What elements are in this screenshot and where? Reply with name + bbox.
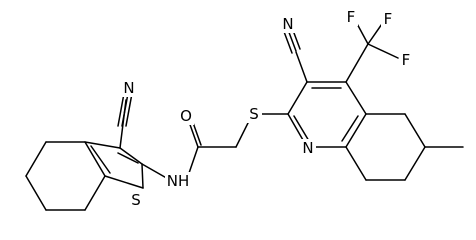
atom-n-nitrile-top: N <box>280 15 296 33</box>
atom-label: O <box>180 107 192 125</box>
atom-label: N <box>302 139 313 157</box>
atom-s-thiophene: S <box>128 191 144 209</box>
atom-f-right: F <box>399 51 413 69</box>
atom-label: F <box>384 10 393 28</box>
atom-label: S <box>131 191 141 209</box>
atom-nh-amide: NH <box>165 172 191 190</box>
atom-f-top-right: F <box>381 10 395 28</box>
bond-lines <box>25 19 464 211</box>
atom-label: NH <box>167 172 190 190</box>
atom-n-pyridine: N <box>300 139 316 157</box>
atom-f-top-left: F <box>344 8 358 26</box>
atom-label: F <box>402 51 411 69</box>
molecule-diagram: N N O S S NH N F F F <box>25 8 464 211</box>
atom-label: F <box>347 8 356 26</box>
atom-s-thioether: S <box>246 105 262 123</box>
atom-o-carbonyl: O <box>178 107 194 125</box>
atom-label: N <box>282 15 293 33</box>
atom-label: N <box>123 79 134 97</box>
atom-label: S <box>249 105 259 123</box>
atom-n-nitrile-left: N <box>121 79 137 97</box>
